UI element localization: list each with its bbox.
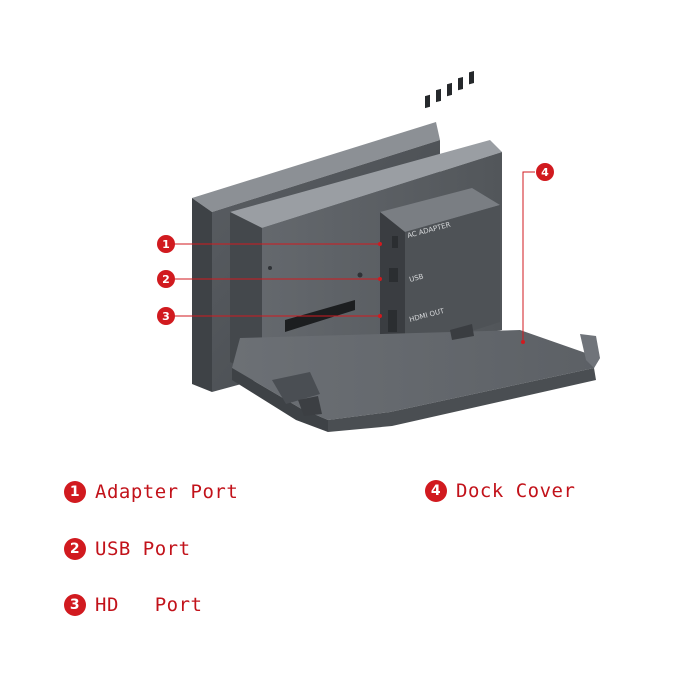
adapter-port — [392, 236, 398, 248]
badge-2-number: 2 — [162, 273, 170, 286]
legend-adapter-port: 1 Adapter Port — [64, 481, 238, 503]
legend-label-hd-port: HD Port — [95, 594, 203, 616]
diagram-badges: 1 2 3 4 — [157, 163, 554, 325]
legend-hd-port: 3 HD Port — [64, 594, 202, 616]
usb-port-label: USB — [408, 272, 424, 283]
badge-3 — [157, 307, 175, 325]
badge-4-number: 4 — [541, 166, 549, 179]
dock-cover — [232, 324, 600, 432]
badge-3-number: 3 — [162, 310, 170, 323]
badge-1-number: 1 — [162, 238, 170, 251]
legend-label-adapter-port: Adapter Port — [95, 481, 239, 503]
hdmi-port — [388, 310, 397, 332]
leader-lines — [174, 171, 535, 342]
legend-badge-4: 4 — [425, 480, 447, 502]
usb-port — [389, 268, 398, 282]
legend-badge-3: 3 — [64, 594, 86, 616]
legend-usb-port: 2 USB Port — [64, 538, 191, 560]
port-panel: AC ADAPTER USB HDMI OUT — [380, 70, 500, 352]
legend-badge-1: 1 — [64, 481, 86, 503]
badge-2 — [157, 270, 175, 288]
dock-diagram: AC ADAPTER USB HDMI OUT 1 2 3 4 — [157, 70, 600, 432]
badge-4 — [536, 163, 554, 181]
legend-dock-cover: 4 Dock Cover — [425, 480, 575, 502]
legend-label-dock-cover: Dock Cover — [456, 480, 576, 502]
badge-1 — [157, 235, 175, 253]
legend-badge-2: 2 — [64, 538, 86, 560]
legend-label-usb-port: USB Port — [95, 538, 191, 560]
